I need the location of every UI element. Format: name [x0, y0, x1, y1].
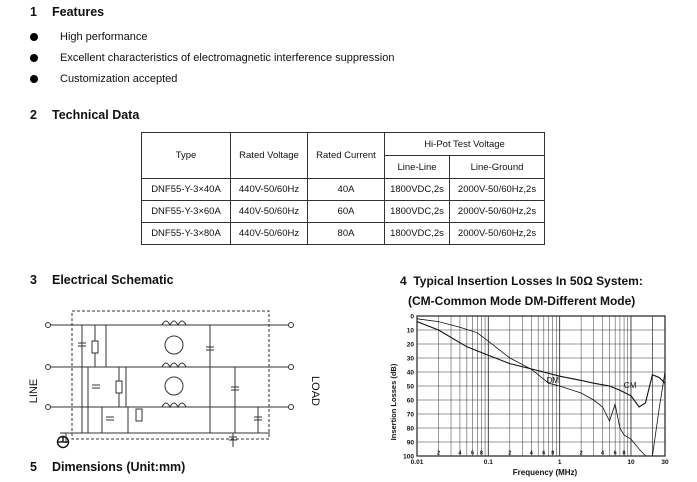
y-tick-label: 30 — [407, 356, 415, 363]
resistor-2 — [115, 380, 123, 394]
x-minor-tick-label: 6 — [471, 451, 474, 457]
x-minor-tick-label: 2 — [508, 451, 511, 457]
insertion-loss-heading: 4 Typical Insertion Losses In 50Ω System… — [400, 274, 643, 288]
insertion-loss-subheading: (CM-Common Mode DM-Different Mode) — [408, 294, 636, 308]
x-tick-label: 30 — [661, 459, 669, 466]
y-tick-label: 70 — [407, 412, 415, 419]
x-minor-tick-label: 8 — [551, 451, 554, 457]
y-tick-label: 20 — [407, 342, 415, 349]
x-minor-tick-label: 2 — [580, 451, 583, 457]
choke-winding-3 — [161, 402, 187, 409]
series-label-cm: CM — [624, 381, 637, 390]
x-minor-tick-label: 4 — [458, 451, 462, 457]
resistor-3 — [135, 408, 143, 422]
y-tick-label: 50 — [407, 384, 415, 391]
header-hipot: Hi-Pot Test Voltage — [384, 132, 545, 156]
load-label: LOAD — [308, 376, 321, 406]
y-tick-label: 10 — [407, 328, 415, 335]
ground-icon — [56, 435, 70, 449]
terminal-load-3 — [288, 404, 294, 410]
choke-winding-1 — [161, 320, 187, 327]
header-line-ground: Line-Ground — [449, 155, 545, 179]
insertion-loss-chart: Insertion Losses (dB) Frequency (MHz) 0 1… — [389, 314, 669, 478]
choke-winding-2 — [161, 362, 187, 369]
header-type: Type — [141, 132, 231, 179]
y-tick-label: 60 — [407, 398, 415, 405]
terminal-line-2 — [45, 364, 51, 370]
terminal-load-2 — [288, 364, 294, 370]
series-label-dm: DM — [547, 376, 560, 385]
y-axis-label: Insertion Losses (dB) — [389, 363, 398, 440]
x-tick-label: 10 — [627, 459, 635, 466]
table-row: DNF55-Y-3×40A 440V-50/60Hz 40A 1800VDC,2… — [141, 178, 545, 201]
bullet-icon — [30, 32, 38, 41]
table-row: DNF55-Y-3×80A 440V-50/60Hz 80A 1800VDC,2… — [141, 222, 545, 245]
bullet-icon — [30, 74, 38, 83]
resistor-1 — [91, 340, 99, 354]
table-row: DNF55-Y-3×60A 440V-50/60Hz 60A 1800VDC,2… — [141, 200, 545, 223]
x-minor-tick-label: 8 — [480, 451, 483, 457]
technical-data-table: Type Rated Voltage Rated Current Hi-Pot … — [141, 132, 545, 245]
x-minor-tick-label: 8 — [623, 451, 626, 457]
list-item: Customization accepted — [30, 68, 394, 89]
y-tick-label: 90 — [407, 440, 415, 447]
x-minor-tick-label: 2 — [437, 451, 440, 457]
y-tick-label: 40 — [407, 370, 415, 377]
terminal-line-3 — [45, 404, 51, 410]
x-minor-tick-label: 4 — [601, 451, 605, 457]
list-item: High performance — [30, 26, 394, 47]
x-tick-label: 1 — [558, 459, 562, 466]
series-line-cm — [416, 321, 666, 408]
x-tick-label: 0.1 — [484, 459, 493, 466]
y-tick-label: 80 — [407, 426, 415, 433]
x-tick-label: 0.01 — [411, 459, 424, 466]
features-list: High performance Excellent characteristi… — [30, 26, 394, 89]
series-line-dm — [416, 318, 666, 457]
x-minor-tick-label: 6 — [542, 451, 545, 457]
choke-core-2 — [164, 376, 184, 396]
line-label: LINE — [28, 378, 41, 404]
x-axis-label: Frequency (MHz) — [513, 468, 578, 477]
x-minor-tick-label: 6 — [614, 451, 617, 457]
housing-outline — [71, 310, 270, 440]
header-rated-voltage: Rated Voltage — [230, 132, 308, 179]
choke-core-1 — [164, 335, 184, 355]
y-tick-label: 0 — [410, 314, 414, 321]
terminal-load-1 — [288, 322, 294, 328]
x-minor-tick-label: 4 — [530, 451, 534, 457]
schematic-diagram — [45, 310, 294, 449]
list-item: Excellent characteristics of electromagn… — [30, 47, 394, 68]
y-tick-label: 100 — [403, 454, 414, 461]
bullet-icon — [30, 53, 38, 62]
header-line-line: Line-Line — [384, 155, 450, 179]
terminal-line-1 — [45, 322, 51, 328]
header-rated-current: Rated Current — [307, 132, 385, 179]
